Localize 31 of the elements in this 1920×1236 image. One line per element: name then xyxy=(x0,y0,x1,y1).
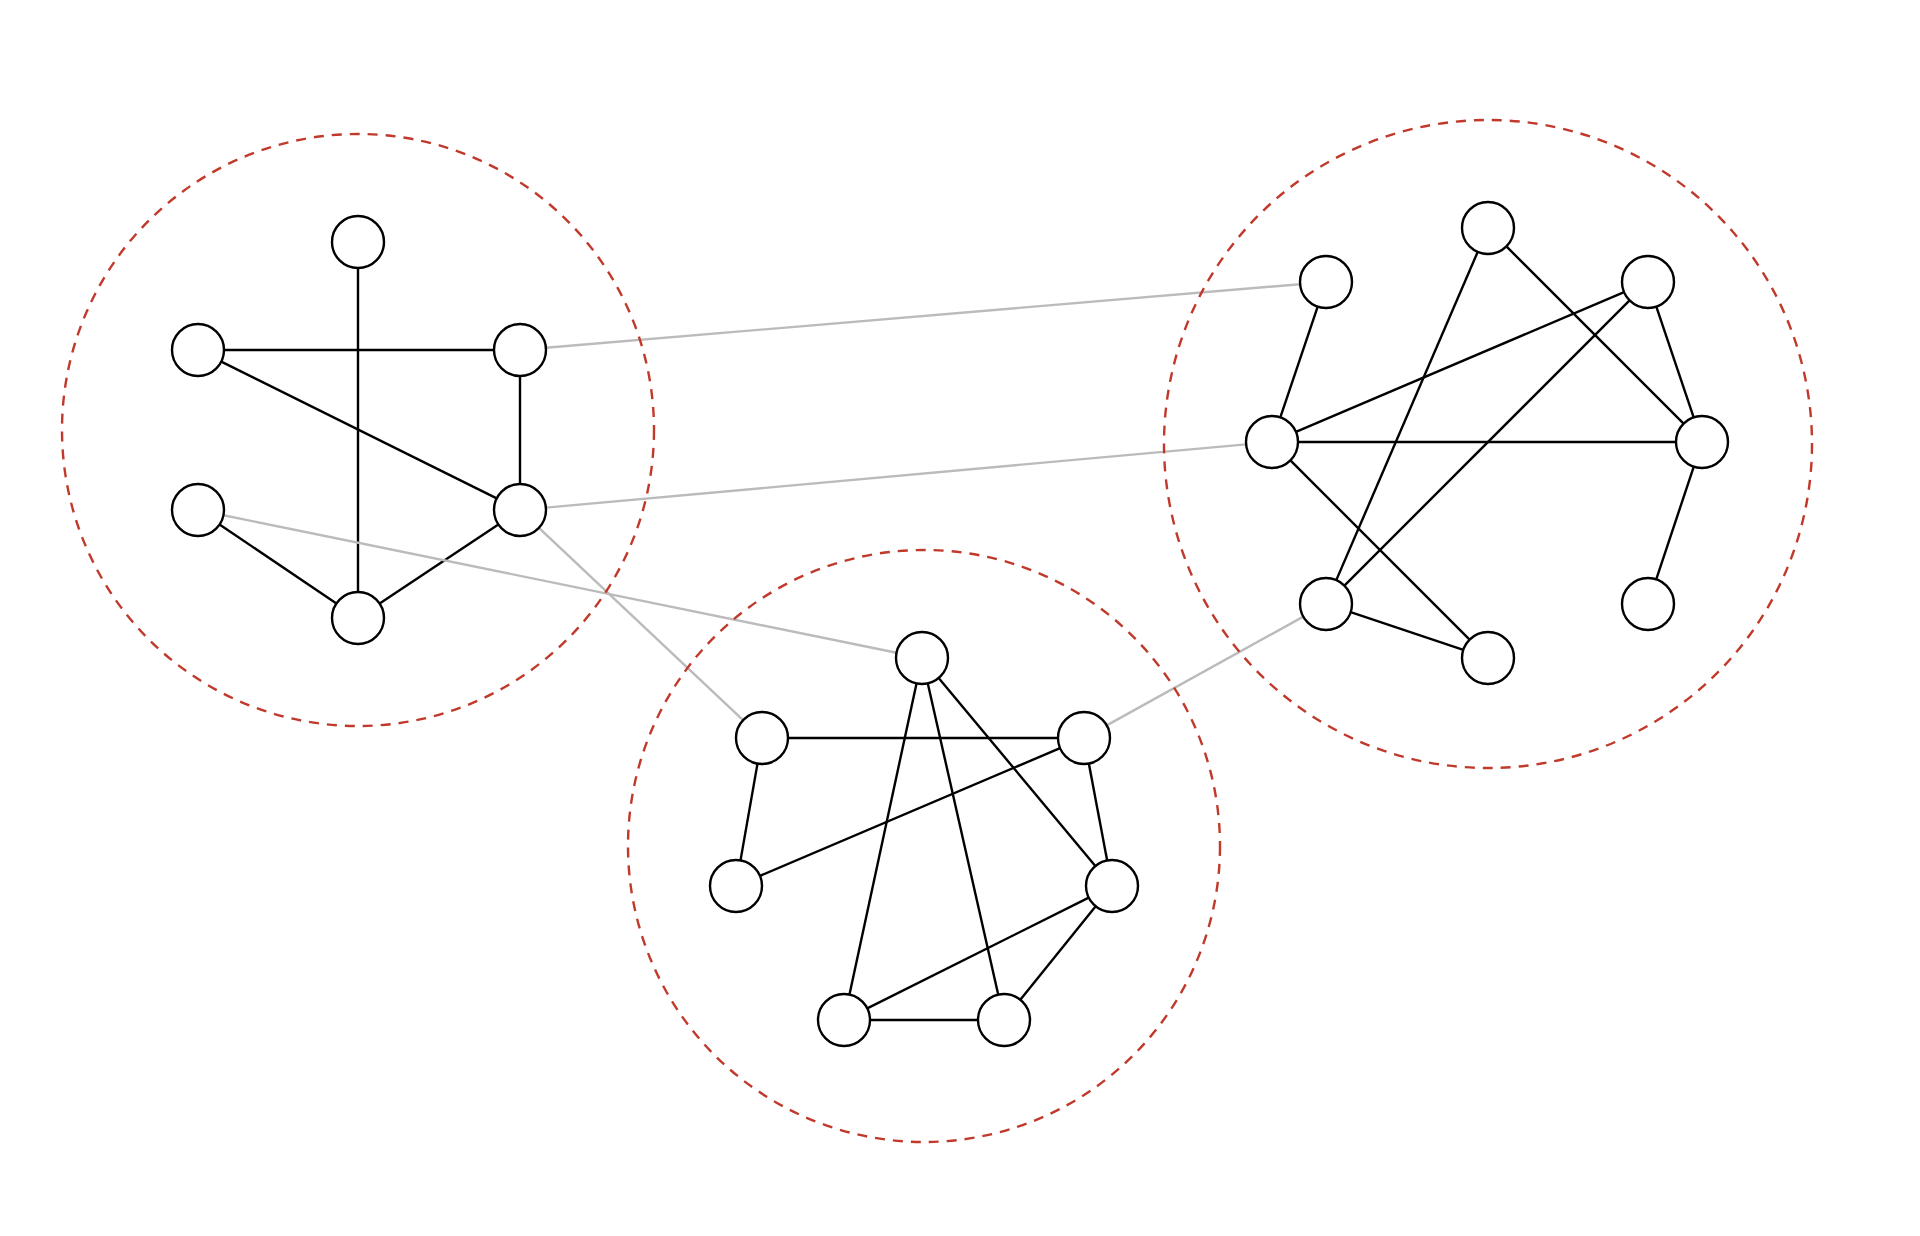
edge-line xyxy=(866,896,1090,1010)
edge-line xyxy=(759,747,1061,877)
edge-line xyxy=(218,523,338,605)
edge-line xyxy=(1087,763,1109,861)
edge-line xyxy=(1106,615,1304,727)
edge-line xyxy=(1655,466,1695,580)
edge-line xyxy=(870,1018,978,1022)
edge-line xyxy=(1279,306,1319,418)
edge-line xyxy=(223,514,897,654)
edge-line xyxy=(1295,291,1625,433)
edge-line xyxy=(1343,299,1631,587)
edge-line xyxy=(538,526,744,722)
edge-line xyxy=(1350,611,1464,651)
edge-line xyxy=(378,523,500,605)
edge-line xyxy=(356,268,360,592)
edge-line xyxy=(937,677,1097,867)
edge-line xyxy=(1505,245,1685,425)
edge-line xyxy=(848,683,918,995)
edge-line xyxy=(545,443,1247,509)
edge-line xyxy=(926,683,1000,995)
edge-line xyxy=(220,360,498,500)
edge-line xyxy=(1289,459,1471,641)
edge-line xyxy=(1298,440,1676,444)
edge-line xyxy=(224,348,494,352)
edge-line xyxy=(518,376,522,484)
edge-line xyxy=(788,736,1058,740)
edge-line xyxy=(1655,306,1695,418)
edge-line xyxy=(1335,251,1479,581)
edge-line xyxy=(1019,905,1097,1001)
edge-line xyxy=(545,283,1301,349)
edge-line xyxy=(739,763,759,861)
